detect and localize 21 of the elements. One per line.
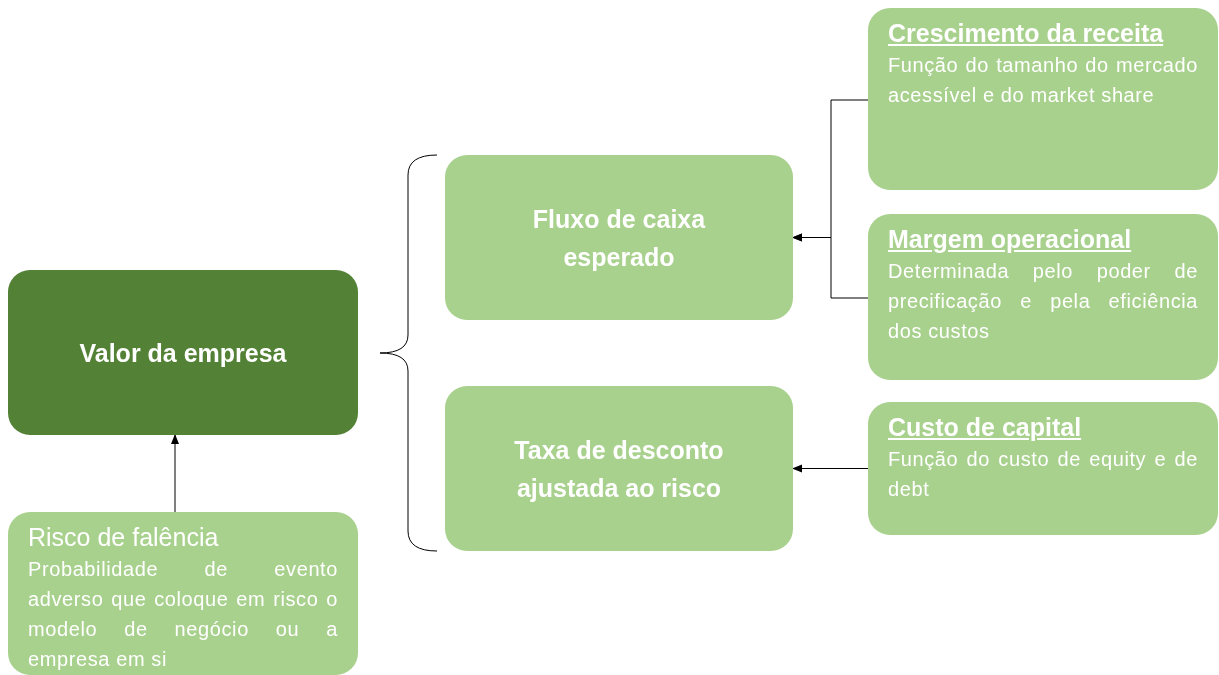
- process-box: [445, 155, 793, 320]
- process-box: [445, 386, 793, 551]
- detail-box: [8, 512, 358, 675]
- detail-box: [868, 8, 1218, 190]
- box-title: Taxa de desconto ajustada ao risco: [513, 434, 725, 504]
- box-title: Fluxo de caixa esperado: [531, 203, 707, 273]
- box-title: Valor da empresa: [79, 337, 287, 369]
- box-heading: Risco de falência: [28, 522, 220, 553]
- box-description: Probabilidade de evento adverso que coloque em risco o modelo de negócio ou a empresa em si: [28, 557, 338, 672]
- arrow: [792, 464, 869, 473]
- detail-box: [868, 214, 1218, 380]
- box-description: Função do custo de equity e de debt: [888, 447, 1198, 502]
- box-heading: Custo de capital: [888, 412, 1083, 443]
- box-description: Função do tamanho do mercado acessível e do market share: [888, 53, 1198, 108]
- box-heading: Crescimento da receita: [888, 18, 1165, 49]
- box-heading: Margem operacional: [888, 224, 1133, 255]
- box-description: Determinada pelo poder de precificação e pela eficiência dos custos: [888, 259, 1198, 344]
- arrow: [171, 434, 179, 513]
- process-box: [8, 270, 358, 435]
- detail-box: [868, 402, 1218, 535]
- arrow: [792, 233, 869, 299]
